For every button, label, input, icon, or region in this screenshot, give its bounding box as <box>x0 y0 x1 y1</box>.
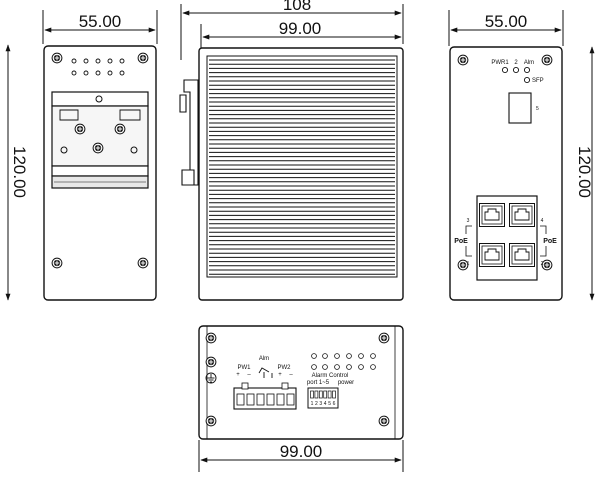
led-pwr2-indicator <box>512 66 520 74</box>
screw-icon <box>92 142 104 154</box>
screw-icon <box>51 257 63 269</box>
side-view-total-depth-label: 108 <box>283 0 311 14</box>
pw2-plus: + <box>278 372 282 378</box>
screw-icon <box>457 54 469 66</box>
power-terminal-block <box>233 382 297 410</box>
screw-icon <box>51 52 63 64</box>
poe-right-label: PoE <box>543 238 557 245</box>
dip-5-label: 5 <box>328 401 331 407</box>
pw2-minus: – <box>289 372 293 378</box>
heatsink-fin-lines <box>209 59 395 275</box>
dip-1-label: 1 <box>311 401 314 407</box>
dip-6-label: 6 <box>333 401 336 407</box>
rj45-port-4 <box>509 203 535 227</box>
led-sfp-indicator <box>523 76 531 84</box>
screw-icon <box>74 123 86 135</box>
screw-icon <box>114 123 126 135</box>
led-alm-label: Alm <box>524 60 534 66</box>
alm-label: Alm <box>259 356 269 362</box>
screw-icon <box>137 257 149 269</box>
screw-icon <box>541 259 553 271</box>
front-view: 55.00 120.00 PWR1 2 Alm SFP 5 3 1 4 2 <box>448 10 595 301</box>
ground-icon <box>205 372 217 384</box>
front-view-height-label: 120.00 <box>575 146 594 198</box>
alarm-control-label: Alarm Control <box>312 373 349 379</box>
dip-2-label: 2 <box>315 401 318 407</box>
rj45-port-2 <box>509 243 535 267</box>
port-1-label: 1 <box>467 261 470 267</box>
port-3-label: 3 <box>467 218 470 224</box>
screw-icon <box>541 54 553 66</box>
top-view-body <box>198 325 404 440</box>
din-rail-clip <box>51 91 149 189</box>
left-view-height-label: 120.00 <box>10 146 29 198</box>
relay-contact-icon <box>258 367 270 378</box>
screw-icon <box>205 415 217 427</box>
rj45-port-3 <box>479 203 505 227</box>
screw-icon <box>378 415 390 427</box>
screw-icon <box>205 356 217 368</box>
pw1-plus: + <box>236 372 240 378</box>
pw1-label: PW1 <box>237 365 251 371</box>
left-view-width-label: 55.00 <box>79 12 122 31</box>
screw-icon <box>205 332 217 344</box>
left-view: 55.00 120.00 <box>5 10 158 301</box>
side-view: 108 99.00 <box>179 0 404 301</box>
port-2-label: 2 <box>541 261 544 267</box>
poe-left-label: PoE <box>454 238 468 245</box>
led-sfp-label: SFP <box>532 78 544 84</box>
status-led-row <box>311 353 376 370</box>
port-range-label: port 1~5 <box>307 380 330 386</box>
side-view-depth-label: 99.00 <box>279 19 322 38</box>
top-view-depth-label: 99.00 <box>280 442 323 461</box>
led-pwr2-label: 2 <box>514 60 518 66</box>
dip-4-label: 4 <box>324 401 327 407</box>
rj45-port-1 <box>479 243 505 267</box>
top-view: Alm PW1 PW2 + – + – <box>198 325 404 472</box>
led-pwr1-label: PWR1 <box>491 60 509 66</box>
din-clip-profile <box>179 79 199 186</box>
led-pwr1-indicator <box>501 66 509 74</box>
screw-icon <box>137 52 149 64</box>
dip-switch-levers <box>310 390 336 399</box>
sfp-port <box>508 92 532 124</box>
led-alm-indicator <box>523 66 531 74</box>
sfp-port-number: 5 <box>536 106 539 112</box>
screw-icon <box>378 332 390 344</box>
pw1-minus: – <box>247 372 251 378</box>
vent-holes <box>71 58 125 76</box>
power-label: power <box>338 380 354 386</box>
front-view-width-label: 55.00 <box>485 12 528 31</box>
dip-3-label: 3 <box>319 401 322 407</box>
pw2-label: PW2 <box>277 365 291 371</box>
port-4-label: 4 <box>541 218 544 224</box>
